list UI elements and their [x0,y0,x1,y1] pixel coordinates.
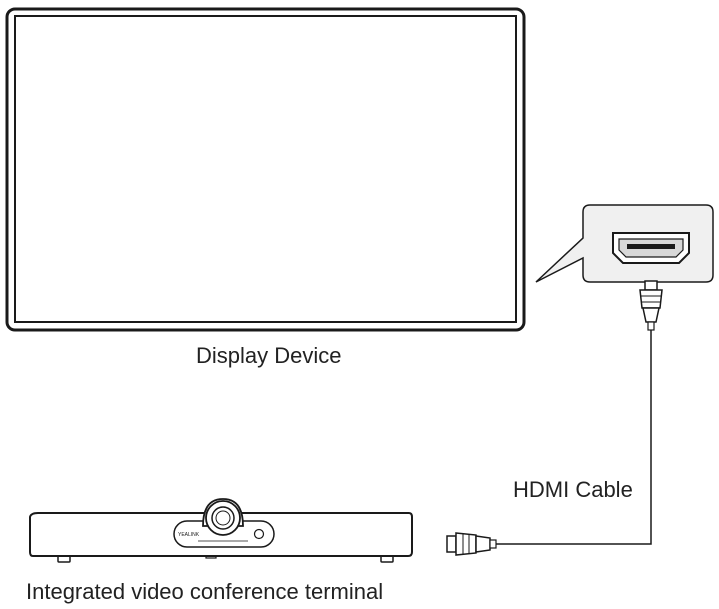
hdmi-port-callout [535,204,714,283]
display-device [5,7,526,332]
hdmi-cable-label: HDMI Cable [513,477,633,502]
hdmi-cable-line [496,330,652,545]
terminal-label: Integrated video conference terminal [26,579,384,604]
camera-lens-icon [202,498,244,536]
display-device-label: Display Device [196,343,342,368]
hdmi-port-icon [612,232,690,264]
hdmi-plug-top-icon [639,280,663,331]
video-conference-terminal: YEALINK [29,498,413,563]
hdmi-plug-bottom-icon [446,532,497,556]
terminal-brand-text: YEALINK [178,532,200,538]
